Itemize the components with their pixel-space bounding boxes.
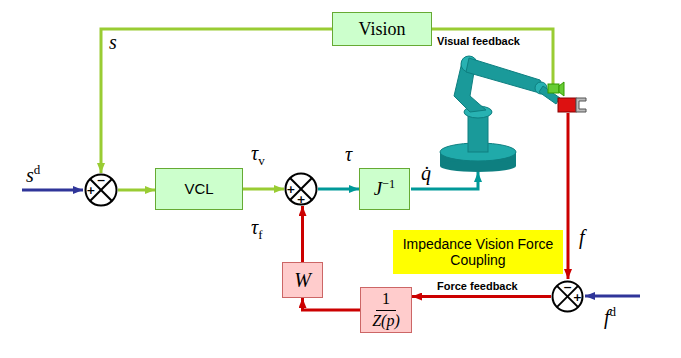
- force-reference-signal: fd: [604, 305, 616, 328]
- signal-connector: [412, 295, 551, 298]
- reference-signal: sd: [26, 163, 40, 186]
- superscript: d: [34, 162, 41, 177]
- signal-name: s: [108, 31, 118, 53]
- loop-caption: Visual feedback: [437, 35, 520, 47]
- fraction-part: 1: [376, 290, 396, 310]
- velocity-signal: q̇: [421, 162, 431, 184]
- block-label: J−1: [374, 177, 396, 200]
- controller-block: VCL: [155, 168, 243, 210]
- weight-block: W: [282, 262, 323, 298]
- sign-mark: −: [96, 174, 105, 185]
- sign-mark: −: [563, 281, 572, 292]
- signal-name: τ: [344, 143, 353, 165]
- signal-connector: [243, 188, 284, 191]
- summing-junction: ++: [284, 172, 318, 206]
- vision-block: Vision: [332, 12, 432, 46]
- jacobian-block: J−1: [359, 168, 410, 210]
- sign-mark: +: [296, 194, 305, 205]
- block-label: VCL: [184, 180, 213, 197]
- signal-connector: [303, 298, 361, 310]
- sign-mark: +: [573, 291, 582, 302]
- superscript: d: [610, 304, 617, 319]
- block-label: W: [294, 269, 311, 292]
- impedance-block: 1Z(p): [360, 287, 412, 333]
- loop-caption: Force feedback: [437, 280, 518, 292]
- signal-name: τv: [250, 142, 266, 168]
- robot-arm: [440, 56, 586, 172]
- reference-input-wire: [22, 189, 83, 192]
- block-label: Vision: [359, 19, 406, 40]
- signal-connector: [301, 206, 304, 262]
- sign-mark: +: [86, 185, 95, 196]
- force-measure-wire: [567, 113, 570, 279]
- force-signal: f: [579, 226, 585, 248]
- signal-connector: [118, 189, 155, 192]
- signal-connector: [318, 188, 359, 191]
- signal-name: τf: [250, 216, 264, 242]
- signal-connector: [101, 29, 332, 173]
- subscript: v: [258, 153, 265, 168]
- coupling-note: Impedance Vision Force Coupling: [393, 230, 563, 274]
- subscript: f: [258, 227, 262, 242]
- fraction-part: Z(p): [369, 311, 403, 330]
- sign-mark: +: [286, 184, 295, 195]
- summing-junction: −+: [84, 173, 118, 207]
- force-reference-wire: [585, 295, 640, 298]
- block-label: Impedance Vision Force Coupling: [393, 236, 563, 268]
- superscript: −1: [382, 177, 395, 191]
- summing-junction: −+: [551, 280, 584, 313]
